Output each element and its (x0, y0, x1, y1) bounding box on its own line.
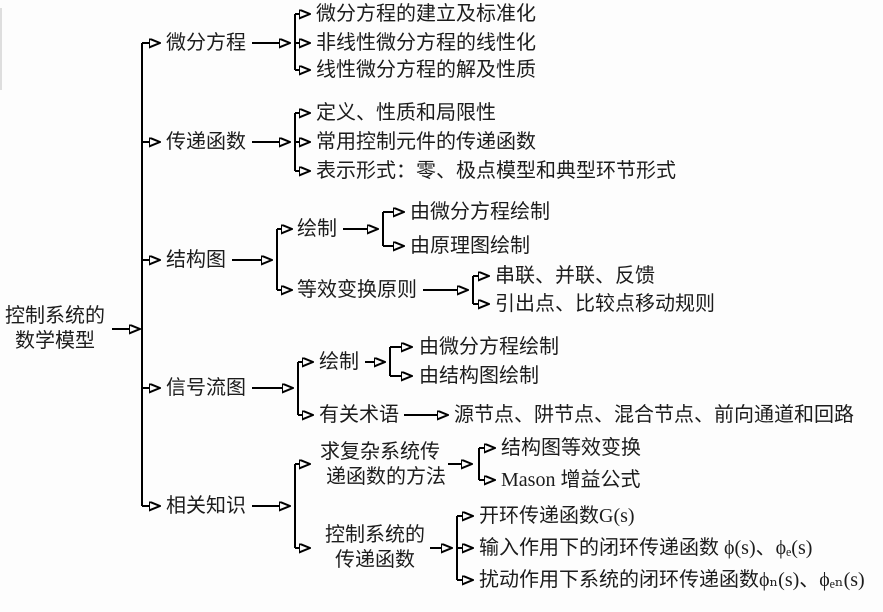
leaf-label: 由微分方程绘制 (410, 200, 550, 223)
leaf-label: 由结构图绘制 (419, 364, 539, 387)
leaf-label: 由微分方程绘制 (419, 335, 559, 358)
node-equivalent-transformation-rules: 等效变换原则 串联、并联、反馈 引出点、比较点移动规则 (297, 264, 715, 315)
leaf-label: 扰动作用下系统的闭环传递函数ϕₙ(s)、ϕₑₙ(s) (479, 568, 865, 591)
leaf-label: 线性微分方程的解及性质 (316, 58, 536, 81)
leaf-label: Mason 增益公式 (501, 468, 640, 491)
leaf-label: 输入作用下的闭环传递函数 ϕ(s)、ϕₑ(s) (479, 536, 812, 559)
node-label: 等效变换原则 (297, 278, 417, 301)
root-node: 控制系统的 数学模型 (5, 304, 130, 352)
branch-label: 传递函数 (166, 130, 246, 153)
node-label-line1: 控制系统的 (325, 523, 425, 546)
branch-signal-flow-graph: 信号流图 绘制 由微分方程绘制 由结构图绘制 有关术语 源节点、阱节点、混合节点… (142, 335, 854, 426)
branch-related-knowledge: 相关知识 求复杂系统传 递函数的方法 结构图等效变换 Mason 增益公式 控制… (142, 436, 865, 591)
branch-label: 相关知识 (166, 494, 246, 517)
node-control-system-transfer-functions: 控制系统的 传递函数 开环传递函数G(s) 输入作用下的闭环传递函数 ϕ(s)、… (325, 504, 865, 591)
node-drawing: 绘制 由微分方程绘制 由原理图绘制 (297, 200, 550, 257)
node-label: 绘制 (297, 217, 337, 240)
node-label: 有关术语 (319, 403, 399, 426)
branch-label: 结构图 (166, 248, 226, 271)
node-label-line1: 求复杂系统传 (320, 440, 440, 463)
node-label-line2: 递函数的方法 (326, 465, 446, 488)
leaf-label: 表示形式：零、极点模型和典型环节形式 (316, 159, 676, 182)
branch-label: 微分方程 (166, 31, 246, 54)
node-label-line2: 传递函数 (335, 548, 415, 571)
node-drawing: 绘制 由微分方程绘制 由结构图绘制 (319, 335, 559, 387)
branch-block-diagram: 结构图 绘制 由微分方程绘制 由原理图绘制 等效变换原则 串联、并联、反馈 引出… (142, 200, 715, 315)
leaf-label: 开环传递函数G(s) (479, 504, 635, 527)
leaf-label: 由原理图绘制 (410, 234, 530, 257)
leaf-label: 引出点、比较点移动规则 (495, 292, 715, 315)
root-label-line1: 控制系统的 (5, 304, 105, 327)
node-terminology: 有关术语 源节点、阱节点、混合节点、前向通道和回路 (319, 403, 854, 426)
branch-label: 信号流图 (166, 376, 246, 399)
root-label-line2: 数学模型 (15, 329, 95, 352)
leaf-label: 非线性微分方程的线性化 (316, 31, 536, 54)
node-label: 绘制 (319, 350, 359, 373)
leaf-label: 定义、性质和局限性 (316, 101, 496, 124)
leaf-label: 微分方程的建立及标准化 (316, 2, 536, 25)
leaf-label: 源节点、阱节点、混合节点、前向通道和回路 (454, 403, 854, 426)
node-complex-system-tf-methods: 求复杂系统传 递函数的方法 结构图等效变换 Mason 增益公式 (320, 436, 641, 491)
leaf-label: 串联、并联、反馈 (495, 264, 655, 287)
leaf-label: 常用控制元件的传递函数 (316, 130, 536, 153)
leaf-label: 结构图等效变换 (501, 436, 641, 459)
branch-transfer-function: 传递函数 定义、性质和局限性 常用控制元件的传递函数 表示形式：零、极点模型和典… (142, 101, 676, 182)
branch-differential-equations: 微分方程 微分方程的建立及标准化 非线性微分方程的线性化 线性微分方程的解及性质 (142, 2, 536, 81)
